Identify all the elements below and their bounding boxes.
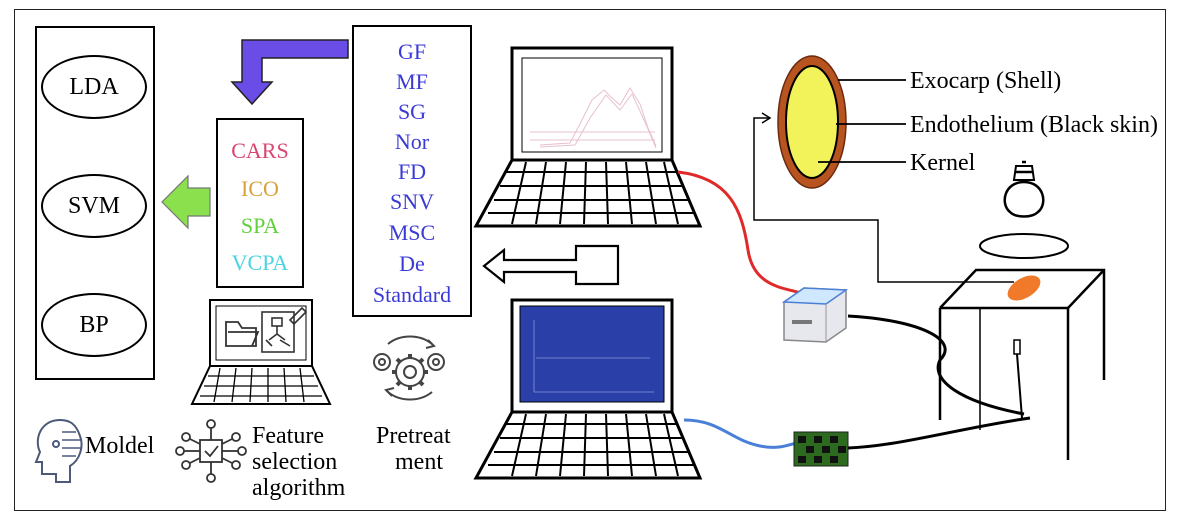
feature-cars: CARS [231, 138, 289, 163]
head-circuit-icon [34, 418, 83, 483]
light-ring [979, 233, 1069, 259]
arrow-pretreat-to-selection [230, 39, 349, 106]
control-board [793, 431, 849, 467]
gears-icon [373, 335, 445, 401]
flowchart-icon [261, 306, 308, 353]
model-column [35, 26, 155, 380]
measurement-chamber [938, 268, 1106, 460]
kernel [785, 65, 839, 179]
cable-red [677, 170, 805, 296]
pretreat-fd: FD [397, 159, 427, 184]
label-exocarp: Exocarp (Shell) [910, 68, 1062, 94]
feature-spa: SPA [240, 213, 280, 238]
laptop-acquisition [473, 298, 703, 480]
sample-spot [1007, 275, 1041, 301]
pretreat-caption-line1: Pretreat [376, 423, 451, 449]
arrow-data-transfer [482, 244, 620, 286]
feature-caption-line1: Feature [252, 423, 324, 449]
feature-vcpa: VCPA [231, 250, 289, 275]
arrow-selection-to-model [161, 174, 211, 230]
pretreat-nor: Nor [394, 129, 430, 154]
cable-board-to-chamber [847, 416, 1031, 450]
laptop-feature-selection [190, 299, 332, 405]
model-svm: SVM [41, 174, 147, 238]
label-endothelium: Endothelium (Black skin) [910, 112, 1158, 138]
pretreat-snv: SNV [389, 189, 434, 214]
network-check-icon [175, 419, 247, 483]
cable-blue [683, 418, 801, 449]
feature-caption-line3: algorithm [252, 475, 346, 501]
diagram-frame [14, 9, 1166, 511]
pretreatment-box: GF MF SG Nor FD SNV MSC De Standard [352, 25, 472, 317]
pretreat-mf: MF [396, 69, 428, 94]
pretreat-msc: MSC [388, 220, 436, 245]
pretreat-standard: Standard [372, 282, 452, 307]
feature-ico: ICO [241, 176, 279, 201]
model-bp: BP [41, 293, 147, 357]
feature-caption-line2: selection [252, 449, 338, 475]
pretreat-sg: SG [397, 99, 427, 124]
laptop-spectrum [473, 46, 703, 228]
cable-black-fiber [847, 314, 1025, 416]
pretreat-caption-line2: ment [395, 449, 443, 475]
feature-selection-box: CARS ICO SPA VCPA [216, 118, 304, 288]
folder-icon [225, 321, 260, 347]
model-caption: Moldel [85, 433, 155, 459]
pretreat-de: De [399, 251, 425, 276]
connector-sample-to-chamber [753, 117, 1014, 283]
label-kernel: Kernel [910, 150, 976, 176]
light-bulb-icon [1003, 160, 1045, 218]
model-lda: LDA [41, 55, 147, 119]
pretreat-gf: GF [397, 39, 427, 64]
spectrometer-device [781, 287, 849, 343]
